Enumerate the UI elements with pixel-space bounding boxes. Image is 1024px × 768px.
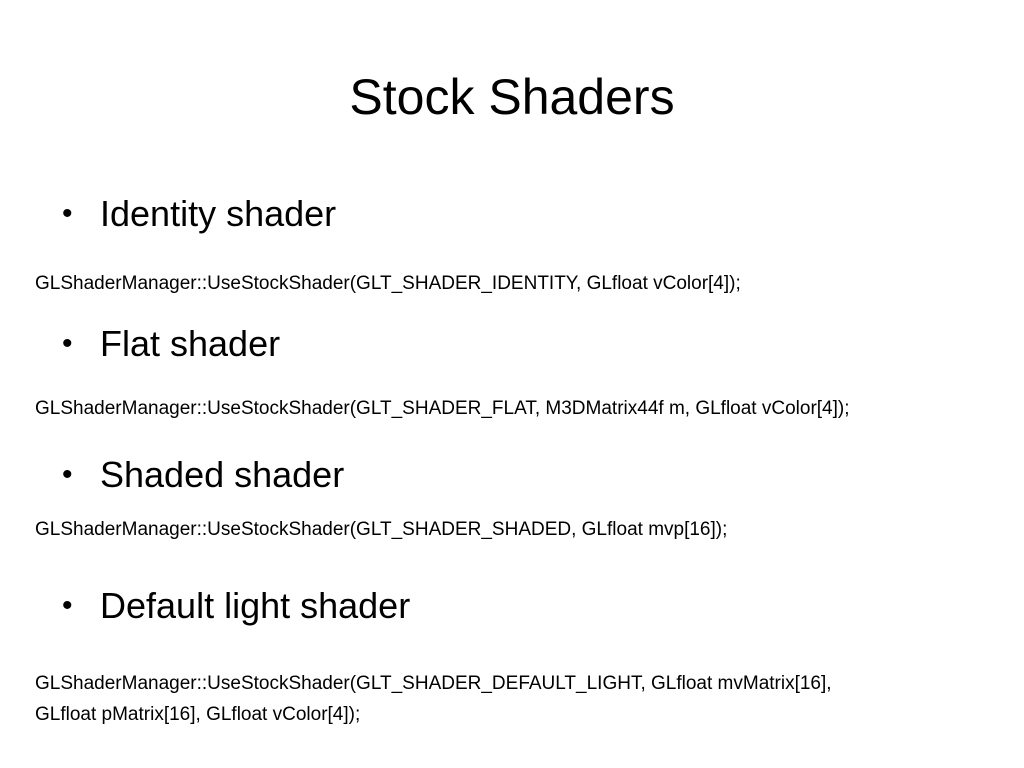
bullet-default-light-shader: • Default light shader (62, 584, 410, 628)
code-default-light-shader-line1: GLShaderManager::UseStockShader(GLT_SHAD… (35, 673, 832, 694)
bullet-label: Identity shader (100, 193, 337, 234)
code-identity-shader: GLShaderManager::UseStockShader(GLT_SHAD… (35, 273, 741, 294)
code-default-light-shader-line2: GLfloat pMatrix[16], GLfloat vColor[4]); (35, 704, 361, 725)
bullet-identity-shader: • Identity shader (62, 192, 336, 236)
bullet-flat-shader: • Flat shader (62, 322, 280, 366)
bullet-dot: • (62, 197, 73, 230)
bullet-dot: • (62, 589, 73, 622)
bullet-label: Flat shader (100, 323, 281, 364)
bullet-shaded-shader: • Shaded shader (62, 453, 344, 497)
slide-title: Stock Shaders (349, 69, 675, 125)
bullet-label: Shaded shader (100, 454, 345, 495)
bullet-dot: • (62, 458, 73, 491)
bullet-label: Default light shader (100, 585, 411, 626)
code-shaded-shader: GLShaderManager::UseStockShader(GLT_SHAD… (35, 519, 728, 540)
bullet-dot: • (62, 327, 73, 360)
code-flat-shader: GLShaderManager::UseStockShader(GLT_SHAD… (35, 398, 850, 419)
